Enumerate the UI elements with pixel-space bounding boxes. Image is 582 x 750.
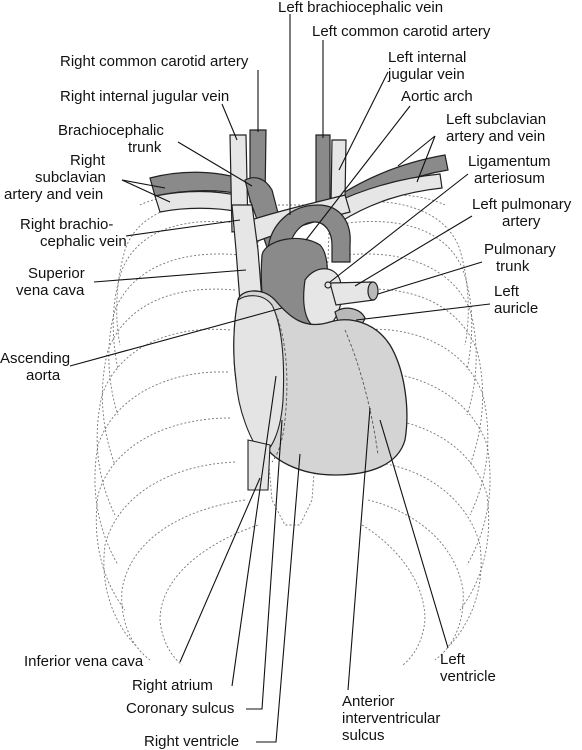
leader-left-subclavian-vein	[416, 135, 436, 183]
label-anterior-interventricular-sulcus-line3: sulcus	[342, 727, 385, 744]
label-brachiocephalic-trunk-line1: Brachiocephalic	[58, 122, 164, 139]
label-right-atrium: Right atrium	[132, 677, 213, 694]
leader-pulmonary-trunk	[377, 261, 483, 295]
label-superior-vena-cava-line1: Superior	[28, 265, 85, 282]
label-right-common-carotid-artery: Right common carotid artery	[60, 53, 249, 70]
coronary-sulcus-line	[271, 304, 288, 463]
pulmonary-artery-opening	[367, 281, 379, 301]
leader-anterior-interventricular-sulcus	[347, 407, 371, 691]
label-ligamentum-arteriosum-line1: Ligamentum	[468, 153, 551, 170]
heart	[233, 290, 408, 491]
leader-ascending-aorta	[69, 307, 283, 367]
leader-coronary-sulcus	[246, 419, 283, 710]
label-anterior-interventricular-sulcus-line1: Anterior	[342, 693, 395, 710]
leader-brachiocephalic-trunk	[177, 141, 253, 187]
label-left-brachiocephalic-vein: Left brachiocephalic vein	[278, 0, 443, 16]
label-left-subclavian-line1: Left subclavian	[446, 111, 546, 128]
label-pulmonary-trunk-line1: Pulmonary	[484, 241, 556, 258]
label-left-pulmonary-artery-line1: Left pulmonary	[472, 196, 572, 213]
leader-right-ventricle	[256, 453, 301, 743]
label-ascending-aorta-line2: aorta	[26, 367, 61, 384]
label-left-auricle-line2: auricle	[494, 300, 538, 317]
leader-right-subclavian-artery	[121, 179, 166, 189]
leader-right-subclavian-vein	[121, 179, 171, 203]
label-inferior-vena-cava: Inferior vena cava	[24, 653, 144, 670]
label-anterior-interventricular-sulcus-line2: interventricular	[342, 710, 440, 727]
leader-left-auricle	[355, 303, 491, 321]
label-right-internal-jugular-vein: Right internal jugular vein	[60, 88, 229, 105]
leader-ligamentum-arteriosum	[329, 173, 469, 283]
leader-left-subclavian-artery	[397, 135, 436, 167]
label-left-subclavian-line2: artery and vein	[446, 128, 545, 145]
interventricular-sulcus-line	[344, 329, 379, 456]
label-right-brachiocephalic-vein-line2: cephalic vein	[40, 233, 127, 250]
label-left-internal-jugular-vein-line1: Left internal	[388, 49, 466, 66]
leader-superior-vena-cava	[93, 269, 247, 283]
leader-left-pulmonary-artery	[354, 215, 473, 287]
leader-aortic-arch	[305, 105, 411, 241]
label-left-common-carotid-artery: Left common carotid artery	[312, 23, 491, 40]
label-aortic-arch: Aortic arch	[401, 88, 473, 105]
label-left-internal-jugular-vein-line2: jugular vein	[387, 66, 465, 83]
leader-right-internal-jugular-vein	[221, 103, 238, 141]
label-left-ventricle-line1: Left	[440, 651, 466, 668]
label-right-subclavian-line3: artery and vein	[4, 186, 103, 203]
label-right-ventricle: Right ventricle	[144, 733, 239, 750]
label-left-pulmonary-artery-line2: artery	[502, 213, 541, 230]
label-right-subclavian-line1: Right	[70, 152, 106, 169]
label-ascending-aorta-line1: Ascending	[0, 350, 70, 367]
label-ligamentum-arteriosum-line2: arteriosum	[474, 170, 545, 187]
label-coronary-sulcus: Coronary sulcus	[126, 700, 234, 717]
label-right-subclavian-line2: subclavian	[35, 169, 106, 186]
ligamentum-arteriosum-mark	[324, 281, 332, 289]
right-atrium	[233, 295, 285, 456]
leader-right-brachiocephalic-vein	[125, 219, 241, 237]
leader-inferior-vena-cava	[179, 477, 261, 663]
leader-left-ventricle	[379, 419, 449, 649]
label-pulmonary-trunk-line2: trunk	[496, 258, 530, 275]
label-brachiocephalic-trunk-line2: trunk	[128, 139, 162, 156]
right-subclavian-vein	[154, 190, 241, 213]
label-right-brachiocephalic-vein-line1: Right brachio-	[20, 216, 113, 233]
leader-right-atrium	[231, 375, 277, 687]
label-left-ventricle-line2: ventricle	[440, 668, 496, 685]
left-pulmonary-artery	[329, 281, 375, 306]
great-vessels	[149, 129, 449, 341]
leader-lines	[69, 14, 491, 743]
label-superior-vena-cava-line2: vena cava	[16, 282, 85, 299]
leader-left-internal-jugular-vein	[338, 71, 389, 171]
inferior-vena-cava	[247, 439, 271, 491]
left-subclavian-vein	[329, 173, 443, 223]
label-left-auricle-line1: Left	[494, 283, 520, 300]
